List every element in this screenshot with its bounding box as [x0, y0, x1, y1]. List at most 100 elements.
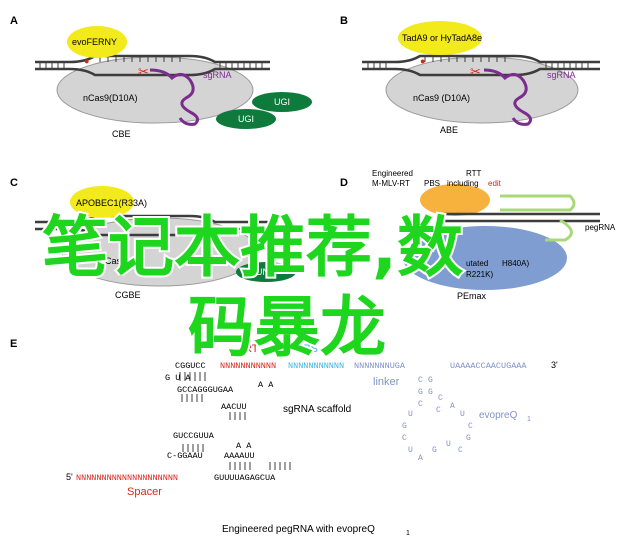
dna-rungs-a — [39, 56, 263, 69]
svg-text:A: A — [418, 454, 423, 463]
svg-text:U: U — [460, 410, 465, 419]
ung-label: UNG — [256, 267, 276, 277]
panel-e-caption-subscript: 1 — [406, 530, 410, 537]
sgrna-label-b: sgRNA — [547, 70, 576, 80]
svg-text:C: C — [438, 394, 443, 403]
panel-c: C APOBEC1(R33A) nCas9 UNG CGBE — [10, 177, 296, 300]
sgrna-strand-a — [149, 68, 200, 126]
panel-e-letter: E — [10, 338, 17, 350]
linker-label: linker — [373, 376, 400, 388]
panel-b: B TadA9 or HyTadA8e ● ✂ sgRNA nCas9 (D10… — [340, 15, 600, 135]
rtt-label-d: RTT — [466, 169, 482, 178]
panel-e-caption: Engineered pegRNA with evopreQ — [222, 524, 375, 535]
spacer-seq: NNNNNNNNNNNNNNNNNNNN — [76, 473, 178, 483]
svg-text:U: U — [408, 410, 413, 419]
tada-enzyme — [398, 21, 482, 55]
spacer-label: Spacer — [127, 486, 162, 498]
apobec-enzyme — [70, 186, 134, 218]
ncas9-label-c: nCas9 — [100, 256, 126, 266]
pbs-label-d: PBS — [424, 179, 440, 188]
dna-strand-c — [35, 214, 270, 237]
panel-d: D Engineered M-MLV-RT PBS RTT including … — [340, 169, 616, 301]
sgrna-label-a: sgRNA — [203, 70, 232, 80]
watermark-line-1: 笔记本推荐,数 — [42, 209, 463, 286]
ncas9-label-b: nCas9 (D10A) — [413, 93, 470, 103]
svg-text:C: C — [418, 400, 423, 409]
cas9-variant-line1: utated — [466, 259, 488, 268]
cbe-label: CBE — [112, 129, 131, 139]
scaffold-seq-4: C-GGAAU — [167, 451, 203, 461]
scaffold-loop-b: A A — [236, 441, 252, 451]
svg-text:U: U — [446, 440, 451, 449]
dna-rungs-b — [367, 56, 589, 69]
scaffold-seq-2: AACUU — [221, 402, 247, 412]
svg-text:U: U — [408, 446, 413, 455]
deaminase-site-icon: ● — [84, 56, 89, 66]
scissors-icon-b: ✂ — [470, 64, 481, 79]
svg-text:C: C — [402, 434, 407, 443]
svg-text:G: G — [466, 434, 471, 443]
scaffold-stem-lines — [179, 372, 291, 470]
scissors-icon: ✂ — [138, 64, 149, 79]
panel-d-letter: D — [340, 177, 348, 189]
apobec-label: APOBEC1(R33A) — [76, 198, 147, 208]
sgrna-strand-b — [483, 68, 533, 126]
panel-a: A evoFERNY ● ✂ sgRNA nCas9(D10A) UGI UGI… — [10, 15, 312, 139]
evopreq-structure: CGC UGC UAG UCG CUA CCG G — [402, 376, 473, 463]
scaffold-seq-5: AAAAUU — [224, 451, 255, 461]
edit-label: edit — [488, 179, 502, 188]
scaffold-seq-1: GCCAGGGUGAA — [177, 385, 234, 395]
svg-text:C: C — [458, 446, 463, 455]
svg-text:G: G — [428, 376, 433, 385]
svg-text:G: G — [428, 388, 433, 397]
evopreq-subscript: 1 — [527, 416, 531, 423]
pegrna-label: pegRNA — [585, 223, 616, 232]
cgbe-label: CGBE — [115, 290, 141, 300]
panel-b-letter: B — [340, 15, 348, 27]
including-label: including — [447, 179, 479, 188]
rt-enzyme — [420, 184, 490, 216]
evopreq-label: evopreQ — [479, 410, 518, 421]
svg-text:C: C — [468, 422, 473, 431]
svg-text:C: C — [436, 406, 441, 415]
evoferny-enzyme — [67, 26, 127, 58]
svg-text:G: G — [402, 422, 407, 431]
pbs-label-e: PBS — [296, 343, 318, 355]
ugi-label-2: UGI — [238, 114, 254, 124]
pegrna-strand — [500, 194, 576, 242]
tada-label: TadA9 or HyTadA8e — [402, 33, 482, 43]
scaffold-loop-left: G U A — [165, 373, 191, 383]
svg-text:G: G — [432, 446, 437, 455]
scaffold-label: sgRNA scaffold — [283, 404, 351, 415]
spacer-tail-seq: GUUUUAGAGCUA — [214, 473, 276, 483]
ugi-domain-1 — [252, 92, 312, 112]
scaffold-seq-3: GUCCGUUA — [173, 431, 215, 441]
watermark-line-2: 码暴龙 — [188, 289, 386, 366]
pemax-label: PEmax — [457, 291, 487, 301]
seq-top-blue: NNNNNNNUGA — [354, 361, 406, 371]
rt-label-line2: M-MLV-RT — [372, 179, 410, 188]
seq-top-red: NNNNNNNNNNN — [220, 361, 276, 371]
ugi-label-1: UGI — [274, 97, 290, 107]
deaminase-site-icon-b: ● — [420, 56, 425, 66]
svg-text:G: G — [418, 388, 423, 397]
seq-top-black: CGGUCC — [175, 361, 206, 371]
rt-label-e: RT — [244, 343, 259, 355]
ung-domain — [236, 262, 296, 282]
rt-label-line1: Engineered — [372, 169, 413, 178]
pe-cas9-protein — [403, 226, 567, 290]
dna-strand-d — [440, 212, 600, 223]
panel-e: E RT PBS CGGUCC NNNNNNNNNNN NNNNNNNNNNN … — [10, 338, 558, 537]
dna-strand-b — [362, 54, 600, 77]
dna-strand-a — [35, 54, 270, 77]
five-prime-label: 5' — [66, 472, 73, 482]
ncas9-label-a: nCas9(D10A) — [83, 93, 138, 103]
watermark-overlay: 笔记本推荐,数 码暴龙 — [40, 207, 465, 368]
svg-text:A: A — [450, 402, 455, 411]
abe-label: ABE — [440, 125, 458, 135]
ugi-domain-2 — [216, 109, 276, 129]
panel-c-letter: C — [10, 177, 18, 189]
cas9-protein-b — [385, 56, 579, 124]
evoferny-label: evoFERNY — [72, 37, 117, 47]
